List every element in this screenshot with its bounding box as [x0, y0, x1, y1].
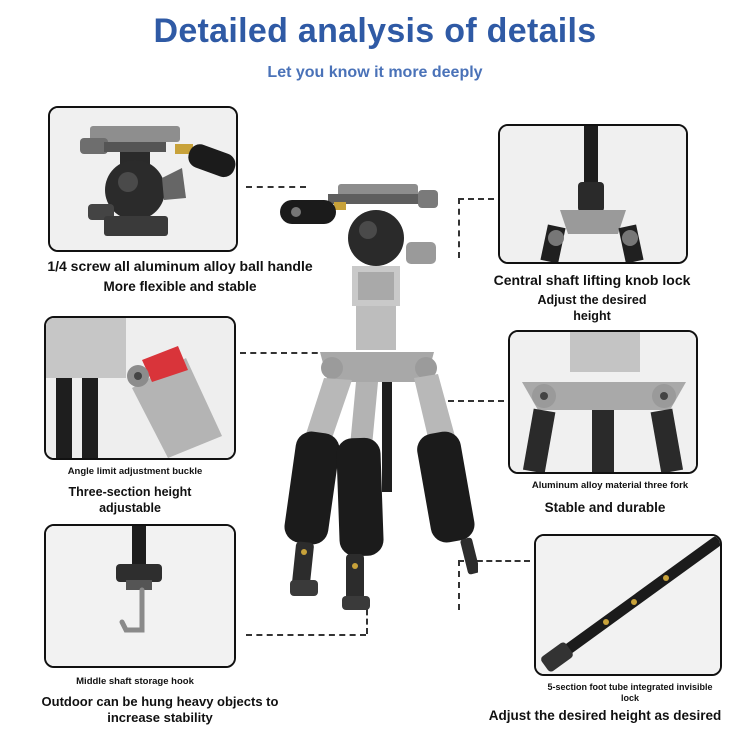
ball-head-caption-2: More flexible and stable — [103, 279, 257, 294]
page-title: Detailed analysis of details — [153, 12, 597, 50]
three-fork-caption-small: Aluminum alloy material three fork — [531, 480, 689, 491]
tripod-illustration — [280, 184, 480, 610]
storage-hook-caption-1: Outdoor can be hung heavy objects to — [41, 694, 279, 709]
angle-limit-image — [46, 318, 234, 458]
storage-hook-leader-vertical — [366, 600, 368, 634]
foot-tube-caption-1: Adjust the desired height as desired — [488, 708, 722, 723]
angle-limit-caption-small: Angle limit adjustment buckle — [67, 466, 203, 477]
ball-head-image — [50, 108, 236, 250]
angle-limit-leader-line — [240, 352, 328, 354]
foot-tube-leader-horizontal — [458, 560, 530, 562]
central-shaft-image — [500, 126, 686, 262]
angle-limit-panel — [44, 316, 236, 460]
central-shaft-panel — [498, 124, 688, 264]
storage-hook-leader-line — [246, 634, 366, 636]
foot-tube-image — [536, 536, 720, 674]
foot-tube-caption-small-1: 5-section foot tube integrated invisible — [547, 682, 713, 692]
three-fork-panel — [508, 330, 698, 474]
central-shaft-leader-vertical — [458, 198, 460, 258]
tripod-product-image — [268, 176, 480, 610]
central-shaft-caption-3: height — [573, 309, 611, 323]
central-shaft-leader-horizontal — [458, 198, 494, 200]
foot-tube-panel — [534, 534, 722, 676]
central-shaft-caption-2: Adjust the desired — [537, 293, 647, 307]
page-subtitle: Let you know it more deeply — [267, 64, 483, 81]
three-fork-image — [510, 332, 696, 472]
storage-hook-caption-small: Middle shaft storage hook — [76, 676, 194, 687]
angle-limit-caption-2: adjustable — [99, 501, 161, 515]
storage-hook-caption-2: increase stability — [107, 710, 213, 725]
ball-head-leader-line — [246, 186, 306, 188]
ball-head-caption-1: 1/4 screw all aluminum alloy ball handle — [47, 258, 313, 274]
three-fork-leader-line — [448, 400, 504, 402]
storage-hook-panel — [44, 524, 236, 668]
central-shaft-caption-1: Central shaft lifting knob lock — [493, 272, 691, 288]
three-fork-caption-1: Stable and durable — [544, 500, 666, 515]
foot-tube-caption-small-2: lock — [620, 693, 639, 703]
foot-tube-leader-vertical — [458, 560, 460, 610]
storage-hook-image — [46, 526, 234, 666]
ball-head-panel — [48, 106, 238, 252]
angle-limit-caption-1: Three-section height — [68, 485, 192, 499]
